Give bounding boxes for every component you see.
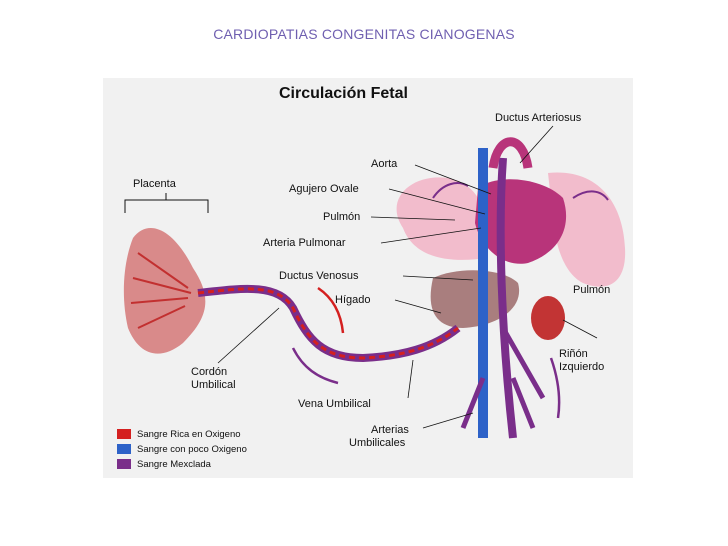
- umbilical-cord: [197, 284, 461, 363]
- flow-arrow-vena: [291, 347, 339, 385]
- legend-label: Sangre Rica en Oxigeno: [137, 428, 241, 440]
- iliac-vessels: [460, 326, 546, 429]
- label-higado: Hígado: [335, 294, 371, 306]
- placenta-vessels: [130, 252, 192, 329]
- flow-arrow-cord: [317, 286, 345, 334]
- anatomy-illustration: [123, 125, 626, 439]
- flow-arrow-lung-left: [432, 182, 469, 199]
- legend-swatch-purple: [117, 459, 131, 469]
- left-side-lung: [548, 172, 626, 287]
- label-cordon: Cordón: [191, 366, 228, 378]
- label-vena-umbilical: Vena Umbilical: [298, 398, 371, 410]
- label-umbilicales: Umbilicales: [349, 437, 406, 449]
- label-arterias: Arterias: [371, 424, 409, 436]
- legend-item-oxygen-poor: Sangre con poco Oxigeno: [117, 442, 247, 456]
- label-aorta: Aorta: [371, 158, 398, 170]
- label-arteria-pulmonar: Arteria Pulmonar: [263, 237, 346, 249]
- legend-label: Sangre Mexclada: [137, 458, 211, 470]
- descending-aorta: [496, 157, 517, 439]
- legend-item-mixed: Sangre Mexclada: [117, 457, 247, 471]
- aortic-arch: [488, 137, 533, 169]
- label-ductus-arteriosus: Ductus Arteriosus: [495, 112, 582, 124]
- kidney-organ: [531, 296, 565, 340]
- placenta-organ: [123, 228, 206, 354]
- label-izquierdo: Izquierdo: [559, 361, 605, 373]
- slide-title: CARDIOPATIAS CONGENITAS CIANOGENAS: [213, 26, 515, 42]
- legend-swatch-blue: [117, 444, 131, 454]
- legend-swatch-red: [117, 429, 131, 439]
- liver-organ: [430, 270, 520, 328]
- placenta-bracket: [124, 193, 209, 213]
- label-placenta: Placenta: [133, 178, 176, 190]
- flow-arrow-lung-right: [572, 190, 609, 201]
- label-pulmon-left: Pulmón: [323, 211, 361, 223]
- legend-item-oxygen-rich: Sangre Rica en Oxigeno: [117, 427, 247, 441]
- diagram-title: Circulación Fetal: [279, 85, 408, 102]
- label-umbilical: Umbilical: [191, 379, 236, 391]
- label-ductus-venosus: Ductus Venosus: [279, 270, 359, 282]
- legend: Sangre Rica en Oxigeno Sangre con poco O…: [117, 427, 247, 472]
- label-pulmon-right: Pulmón: [573, 284, 611, 296]
- leader-lines: [217, 125, 598, 429]
- label-rinon: Riñón: [559, 348, 588, 360]
- fetal-circulation-diagram: Circulación Fetal Ductus Arteriosus Aort…: [103, 78, 633, 478]
- label-agujero-ovale: Agujero Ovale: [289, 183, 359, 195]
- right-side-lung: [396, 177, 487, 260]
- heart-organ: [475, 179, 567, 264]
- legend-label: Sangre con poco Oxigeno: [137, 443, 247, 455]
- flow-arrow-down: [549, 357, 561, 419]
